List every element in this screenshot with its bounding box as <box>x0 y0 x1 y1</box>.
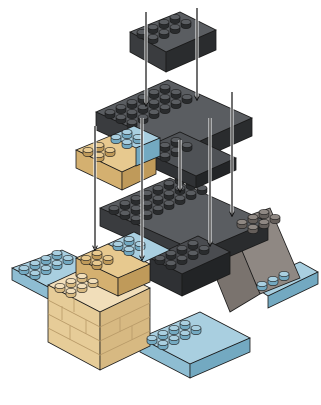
stud <box>124 246 134 255</box>
stud <box>153 195 163 204</box>
stud <box>30 260 40 269</box>
stud <box>159 29 169 38</box>
stud <box>120 200 130 209</box>
stud <box>257 281 267 290</box>
stud <box>248 224 258 233</box>
stud <box>191 325 201 334</box>
stud <box>177 255 187 264</box>
stud <box>131 195 141 204</box>
base-assembly <box>12 175 318 378</box>
stud <box>105 109 115 118</box>
stud <box>83 147 93 156</box>
stud <box>169 335 179 344</box>
stud <box>148 24 158 33</box>
stud <box>186 190 196 199</box>
stud <box>105 147 115 156</box>
stud <box>41 265 51 274</box>
stud <box>160 152 170 161</box>
stud <box>149 109 159 118</box>
stud <box>279 271 289 280</box>
stud <box>120 210 130 219</box>
plate-2x4-dark-grey-top <box>130 12 216 72</box>
stud <box>259 209 269 218</box>
stud <box>88 278 98 287</box>
stud <box>188 250 198 259</box>
stud <box>175 195 185 204</box>
stud <box>111 134 121 143</box>
stud <box>259 219 269 228</box>
stud <box>158 330 168 339</box>
stud <box>155 255 165 264</box>
stud <box>19 265 29 274</box>
stud <box>237 219 247 228</box>
stud <box>170 14 180 23</box>
stud <box>77 273 87 282</box>
stud <box>81 255 91 264</box>
stud <box>180 320 190 329</box>
stud <box>169 325 179 334</box>
stud <box>182 142 192 151</box>
stud <box>164 180 174 189</box>
stud <box>113 241 123 250</box>
stud <box>160 142 170 151</box>
stud <box>159 19 169 28</box>
stud <box>148 34 158 43</box>
plate-1x4-tan-blue <box>76 126 160 190</box>
stud <box>92 260 102 269</box>
stud <box>153 185 163 194</box>
stud <box>131 215 141 224</box>
stud <box>164 200 174 209</box>
stud <box>30 270 40 279</box>
stud <box>171 89 181 98</box>
stud <box>164 190 174 199</box>
stud <box>122 139 132 148</box>
stud <box>77 283 87 292</box>
stud <box>127 99 137 108</box>
stud <box>124 236 134 245</box>
stud <box>181 19 191 28</box>
stud <box>170 24 180 33</box>
stud <box>66 288 76 297</box>
stud <box>160 104 170 113</box>
stud <box>171 99 181 108</box>
stud <box>147 335 157 344</box>
stud <box>127 109 137 118</box>
stud <box>116 114 126 123</box>
stud <box>158 340 168 349</box>
stud <box>177 245 187 254</box>
stud <box>66 278 76 287</box>
stud <box>138 104 148 113</box>
stud <box>268 276 278 285</box>
stud <box>55 283 65 292</box>
stud <box>248 214 258 223</box>
stud <box>160 84 170 93</box>
stud <box>52 260 62 269</box>
stud <box>160 94 170 103</box>
stud <box>63 255 73 264</box>
stud <box>188 240 198 249</box>
stud <box>52 250 62 259</box>
stud <box>103 255 113 264</box>
stud <box>149 89 159 98</box>
stud <box>116 104 126 113</box>
stud <box>92 250 102 259</box>
stud <box>149 99 159 108</box>
stud <box>131 205 141 214</box>
stud <box>41 255 51 264</box>
stud <box>122 129 132 138</box>
stud <box>180 330 190 339</box>
stud <box>153 205 163 214</box>
stud <box>199 245 209 254</box>
stud <box>166 260 176 269</box>
stud <box>109 205 119 214</box>
stud <box>166 250 176 259</box>
stud <box>270 214 280 223</box>
stud <box>182 94 192 103</box>
